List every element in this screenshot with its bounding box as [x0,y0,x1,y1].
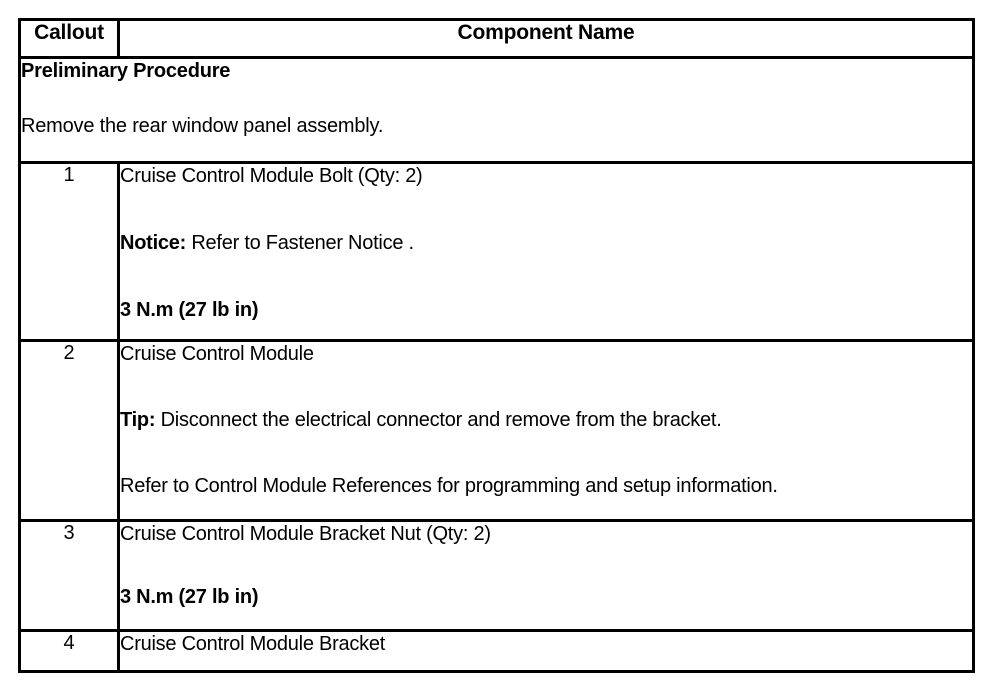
line-spacer [120,256,972,298]
component-description-cell: Cruise Control Module Tip: Disconnect th… [117,339,975,522]
component-primary-name: Cruise Control Module [120,343,314,365]
callout-number: 1 [18,161,120,342]
column-header-callout: Callout [18,18,120,59]
component-description-cell: Cruise Control Module Bracket Nut (Qty: … [117,519,975,632]
callout-number: 2 [18,339,120,522]
reference-text: Refer to Control Module References for p… [120,475,778,497]
table-row: 1 Cruise Control Module Bolt (Qty: 2) No… [18,161,975,342]
preliminary-procedure-row: Preliminary Procedure Remove the rear wi… [18,56,975,164]
tip-line: Tip: Disconnect the electrical connector… [120,408,972,433]
callout-number: 3 [18,519,120,632]
torque-spec: 3 N.m (27 lb in) [120,299,259,321]
table-row: 2 Cruise Control Module Tip: Disconnect … [18,339,975,522]
notice-line: Notice: Refer to Fastener Notice . [120,231,972,256]
notice-label: Notice: [120,232,187,254]
notice-text: Refer to Fastener Notice . [186,232,414,254]
component-primary-name: Cruise Control Module Bracket Nut (Qty: … [120,523,491,545]
component-description-cell: Cruise Control Module Bolt (Qty: 2) Noti… [117,161,975,342]
column-header-component-name: Component Name [117,18,975,59]
torque-spec: 3 N.m (27 lb in) [120,586,259,608]
component-primary-name: Cruise Control Module Bolt (Qty: 2) [120,165,423,187]
line-spacer [120,433,972,474]
table-row: 4 Cruise Control Module Bracket [18,629,975,673]
preliminary-procedure-title: Preliminary Procedure [21,60,231,82]
callout-number: 4 [18,629,120,673]
preliminary-spacer [21,83,972,114]
line-spacer [120,189,972,231]
preliminary-procedure-text: Remove the rear window panel assembly. [21,115,384,137]
callout-component-table: Callout Component Name Preliminary Proce… [18,18,975,673]
tip-text: Disconnect the electrical connector and … [155,409,722,431]
component-primary-name: Cruise Control Module Bracket [120,633,386,655]
table-header-row: Callout Component Name [18,18,975,59]
table-row: 3 Cruise Control Module Bracket Nut (Qty… [18,519,975,632]
tip-label: Tip: [120,409,156,431]
preliminary-procedure-cell: Preliminary Procedure Remove the rear wi… [18,56,975,164]
line-spacer [120,547,972,585]
line-spacer [120,367,972,408]
component-description-cell: Cruise Control Module Bracket [117,629,975,673]
